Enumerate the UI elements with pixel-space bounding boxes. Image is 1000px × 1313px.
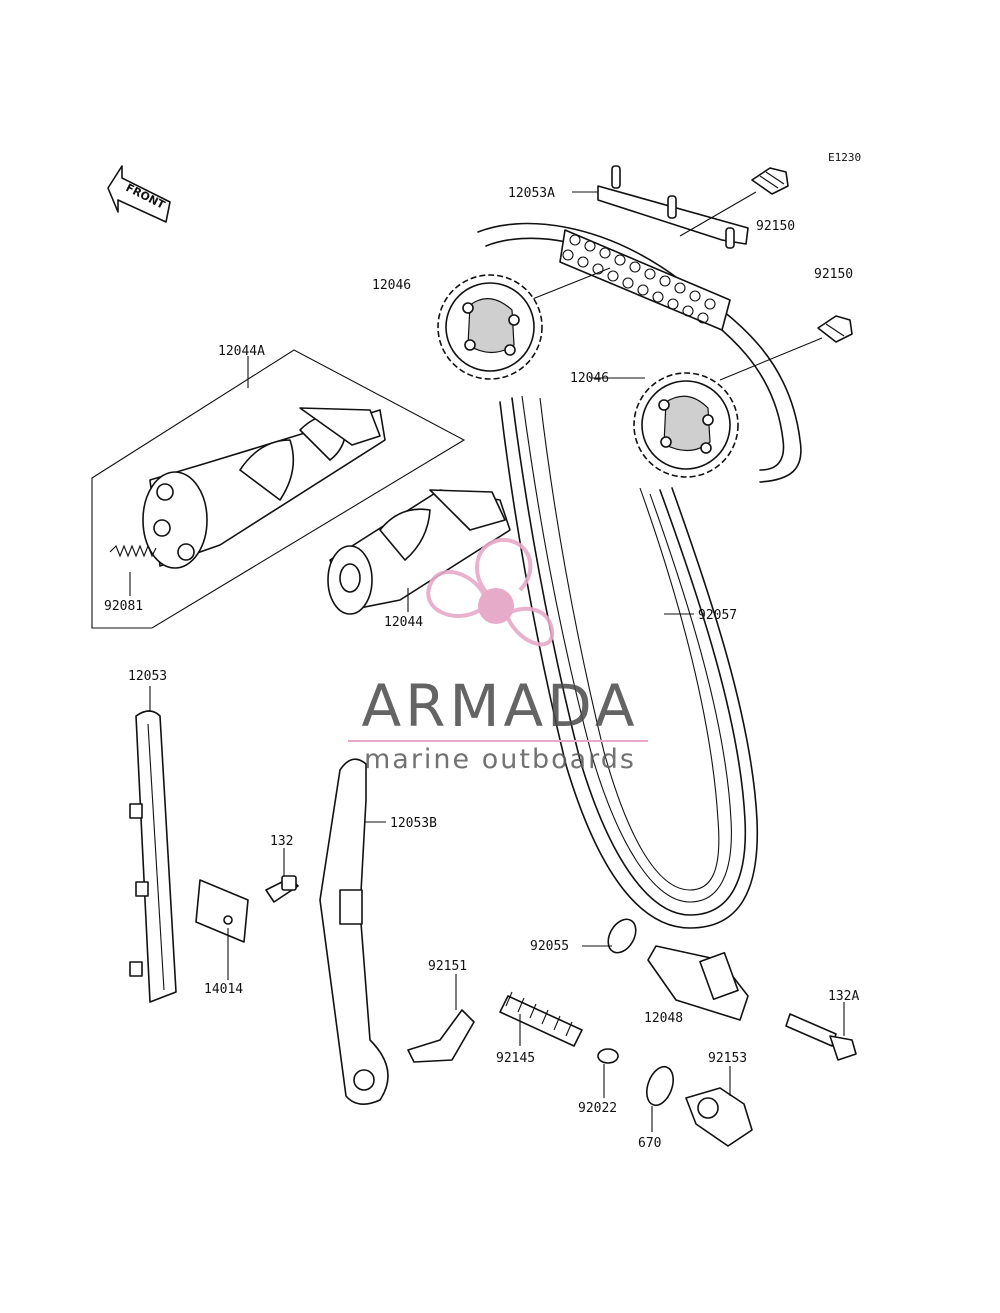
label-92055: 92055 xyxy=(530,939,569,954)
label-670: 670 xyxy=(638,1136,661,1151)
label-92022: 92022 xyxy=(578,1101,617,1116)
watermark-title: ARMADA xyxy=(361,672,639,740)
leader-lines xyxy=(129,191,845,1132)
watermark-divider xyxy=(348,740,648,742)
armada-logo-icon xyxy=(426,537,555,647)
label-12053B: 12053B xyxy=(390,816,437,831)
sprocket-icon-a xyxy=(437,274,543,380)
label-92150-a: 92150 xyxy=(756,219,795,234)
label-92057: 92057 xyxy=(698,608,737,623)
label-12053A: 12053A xyxy=(508,186,555,201)
watermark-subtitle: marine outboards xyxy=(363,744,636,775)
label-12044: 12044 xyxy=(384,615,423,630)
label-92151: 92151 xyxy=(428,959,467,974)
spring-icon-92145 xyxy=(499,991,583,1047)
chain-guide-left xyxy=(129,710,177,1003)
diagram-code: E1230 xyxy=(828,151,861,164)
bolt-icon-92150-a xyxy=(751,167,789,195)
label-92145: 92145 xyxy=(496,1051,535,1066)
label-12046-b: 12046 xyxy=(570,371,609,386)
camshaft-assembly-box xyxy=(91,349,466,629)
label-92081: 92081 xyxy=(104,599,143,614)
bolt-icon-92150-b xyxy=(817,315,853,343)
front-arrow-icon: FRONT xyxy=(107,165,171,223)
chain-links xyxy=(559,229,731,331)
label-14014: 14014 xyxy=(204,982,243,997)
camshaft-icon-b xyxy=(327,489,511,615)
label-12044A: 12044A xyxy=(218,344,265,359)
label-12053: 12053 xyxy=(128,669,167,684)
o-ring-icon-670 xyxy=(646,1065,674,1107)
plug-icon-92153 xyxy=(685,1087,753,1147)
sprocket-icon-b xyxy=(633,372,739,478)
label-12048: 12048 xyxy=(644,1011,683,1026)
chain-guide-right xyxy=(319,758,389,1105)
pin-icon-92151 xyxy=(407,1009,475,1063)
bolt-icon-132 xyxy=(265,875,299,903)
tensioner-icon-12048 xyxy=(647,945,749,1021)
label-92150-b: 92150 xyxy=(814,267,853,282)
label-92153: 92153 xyxy=(708,1051,747,1066)
camshaft-icon-a xyxy=(142,407,386,569)
plate-icon-14014 xyxy=(195,879,249,943)
washer-icon-92022 xyxy=(597,1048,619,1064)
bolt-icon-132A xyxy=(785,1013,857,1061)
o-ring-icon-92055 xyxy=(607,918,637,954)
label-132: 132 xyxy=(270,834,293,849)
spring-icon-92081 xyxy=(109,544,157,558)
label-132A: 132A xyxy=(828,989,859,1004)
label-12046-a: 12046 xyxy=(372,278,411,293)
chain-guide-top xyxy=(597,165,749,249)
